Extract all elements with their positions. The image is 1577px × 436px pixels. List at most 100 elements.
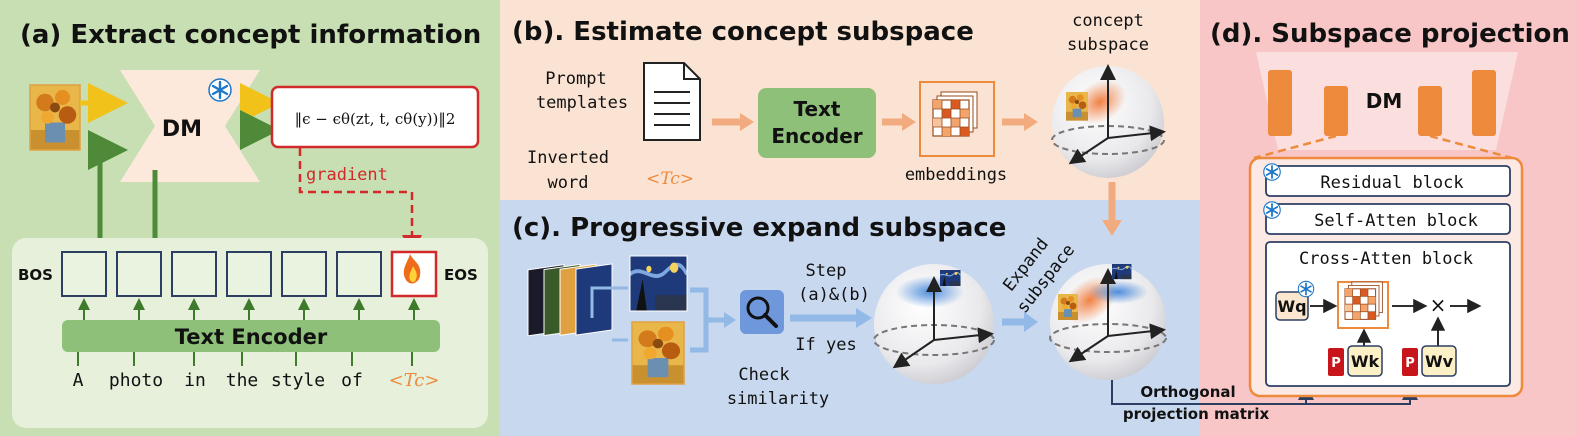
- prompt-word-5: style: [271, 370, 325, 391]
- inverted-word-line2: word: [548, 173, 589, 193]
- gradient-label: gradient: [306, 165, 388, 185]
- self-atten-block-label: Self-Atten block: [1314, 211, 1478, 231]
- dm-label: DM: [162, 117, 202, 142]
- encoder-to-embed-arrowhead: [902, 113, 916, 131]
- panel-d-dm-label: DM: [1366, 89, 1403, 113]
- panel-a-title: (a) Extract concept information: [20, 20, 481, 50]
- wv-label: Wv: [1425, 352, 1454, 371]
- token-box-3: [171, 251, 217, 297]
- wq-label: Wq: [1277, 297, 1306, 316]
- prompt-word-1: A: [73, 370, 84, 391]
- attention-map-icon: [1344, 281, 1383, 320]
- concept-token-word: <Tc>: [389, 370, 440, 391]
- wq-snowflake-icon: [1297, 280, 1315, 298]
- encoder-to-token-arrows: [78, 298, 420, 320]
- check-line2: similarity: [727, 389, 829, 409]
- sphere-starry-thumbnail: [939, 269, 962, 287]
- text-encoder-line2: Encoder: [771, 124, 862, 148]
- check-line1: Check: [738, 365, 789, 385]
- sphere-painting-thumbnail: [1066, 92, 1088, 121]
- bos-label: BOS: [18, 266, 53, 284]
- prompt-templates-line1: Prompt: [545, 69, 606, 89]
- wk-box: [1347, 345, 1383, 377]
- sunflower-frame: [631, 321, 685, 385]
- painting-frame: [29, 84, 81, 151]
- residual-block-label: Residual block: [1320, 173, 1463, 193]
- expanded-starry-thumbnail: [1111, 263, 1132, 280]
- step-arrowhead: [856, 308, 872, 328]
- text-encoder-label: Text Encoder: [175, 325, 328, 349]
- stack-to-starry-arrow: [590, 286, 628, 318]
- text-encoder-box: [758, 88, 876, 158]
- inverted-word-line1: Inverted: [527, 148, 609, 168]
- starry-night-thumbnail: [628, 254, 689, 313]
- self-atten-snowflake-icon: [1262, 200, 1282, 220]
- sunflower-to-check-arrow: [690, 320, 709, 353]
- text-encoder-bar: [62, 320, 440, 352]
- p-label-k: P: [1331, 356, 1341, 371]
- prompt-word-ticks: [77, 352, 413, 366]
- prompt-word-3: in: [184, 370, 206, 391]
- magnifier-icon: [740, 290, 784, 334]
- token-box-2: [116, 251, 162, 297]
- wv-box: [1421, 345, 1457, 377]
- times-symbol: ×: [1430, 293, 1447, 317]
- prompt-word-4: the: [226, 370, 259, 391]
- panel-c-title: (c). Progressive expand subspace: [512, 213, 1006, 243]
- embeddings-grid-icon: [932, 91, 978, 137]
- doc-to-encoder-arrowhead: [740, 113, 754, 131]
- residual-block: [1265, 165, 1511, 197]
- p-box-v: [1402, 348, 1418, 376]
- painting-thumbnail: [30, 85, 80, 150]
- fire-icon: [403, 254, 421, 284]
- embeddings-frame: [919, 81, 995, 157]
- self-atten-block: [1265, 203, 1511, 235]
- prompt-word-6: of: [341, 370, 363, 391]
- document-icon: [643, 62, 701, 141]
- if-yes-label: If yes: [795, 335, 856, 355]
- token-box-4: [226, 251, 272, 297]
- text-condition-arrow-1: [88, 130, 128, 240]
- dm-block-3: [1418, 86, 1442, 136]
- loss-box: [270, 85, 480, 149]
- dm-trapezoid: [1256, 52, 1518, 150]
- p-box-k: [1328, 348, 1344, 376]
- loss-formula: ‖ϵ − ϵθ(zt, t, cθ(y))‖2: [295, 110, 456, 128]
- starry-night-frame: [629, 255, 688, 312]
- orthogonal-line2: projection matrix: [1123, 405, 1270, 423]
- wk-label: Wk: [1351, 352, 1380, 371]
- wq-box: [1275, 291, 1309, 321]
- expanded-sunflower-thumbnail: [1058, 294, 1078, 320]
- embed-to-sphere-arrowhead: [1024, 113, 1038, 131]
- text-encoder-line1: Text: [793, 97, 840, 121]
- token-box-5: [281, 251, 327, 297]
- to-expand-arrowhead: [1024, 312, 1038, 332]
- p-label-v: P: [1405, 356, 1415, 371]
- residual-snowflake-icon: [1262, 162, 1282, 182]
- step-line2: (a)&(b): [798, 285, 870, 305]
- starry-to-check-arrow: [690, 287, 728, 323]
- sunflower-thumbnail: [632, 322, 684, 385]
- prompt-word-2: photo: [109, 370, 163, 391]
- eos-label: EOS: [444, 266, 478, 284]
- step-line1: Step: [806, 261, 847, 281]
- prompt-templates-line2: templates: [536, 93, 628, 113]
- panel-d-title: (d). Subspace projection: [1210, 19, 1570, 49]
- expanded-subspace-sphere: [1049, 264, 1167, 380]
- dm-block-2: [1324, 86, 1348, 136]
- orthogonal-line1: Orthogonal: [1140, 383, 1235, 401]
- subspace-down-arrowhead: [1102, 220, 1122, 236]
- panel-b-title: (b). Estimate concept subspace: [512, 17, 974, 47]
- token-box-1: [61, 251, 107, 297]
- dm-block-4: [1472, 70, 1496, 136]
- inverted-concept-token: <Tc>: [646, 169, 694, 189]
- snowflake-icon: [207, 77, 233, 103]
- cross-atten-block-label: Cross-Atten block: [1299, 249, 1473, 269]
- image-stack: [527, 263, 613, 337]
- concept-subspace-line1: concept: [1072, 11, 1144, 31]
- gradient-arrow: [298, 148, 422, 255]
- zoom-lines: [1253, 134, 1513, 160]
- token-box-6: [336, 251, 382, 297]
